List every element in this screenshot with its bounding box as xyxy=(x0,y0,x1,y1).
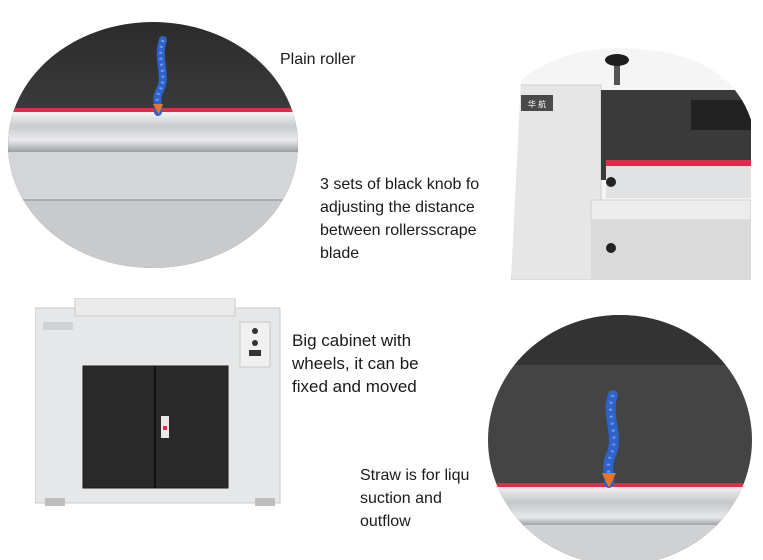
roller-stripe xyxy=(488,483,752,487)
knob-icon xyxy=(606,177,616,187)
knob-icon xyxy=(605,54,629,85)
cabinet-photo xyxy=(35,298,281,506)
knob-icon xyxy=(252,328,258,334)
wheel-icon xyxy=(255,498,275,506)
knob-caption: 3 sets of black knob fo adjusting the di… xyxy=(320,176,480,262)
machine-logo: 华 航 xyxy=(528,99,546,109)
knob-photo: 华 航 xyxy=(511,48,751,280)
roller xyxy=(488,487,752,525)
straw-photo xyxy=(488,315,752,560)
plain-roller-photo xyxy=(8,22,298,268)
roller xyxy=(8,112,298,152)
knob-icon xyxy=(606,243,616,253)
plain-roller-caption: Plain roller xyxy=(280,51,356,68)
machine-logo-badge xyxy=(521,95,553,111)
roller-stripe xyxy=(8,108,298,112)
wheel-icon xyxy=(45,498,65,506)
straw-caption: Straw is for liqu suction and outflow xyxy=(360,467,470,530)
coolant-nozzle-icon xyxy=(602,390,619,488)
cabinet-caption: Big cabinet with wheels, it can be fixed… xyxy=(292,331,419,396)
coolant-nozzle-icon xyxy=(153,36,167,116)
knob-icon xyxy=(252,340,258,346)
